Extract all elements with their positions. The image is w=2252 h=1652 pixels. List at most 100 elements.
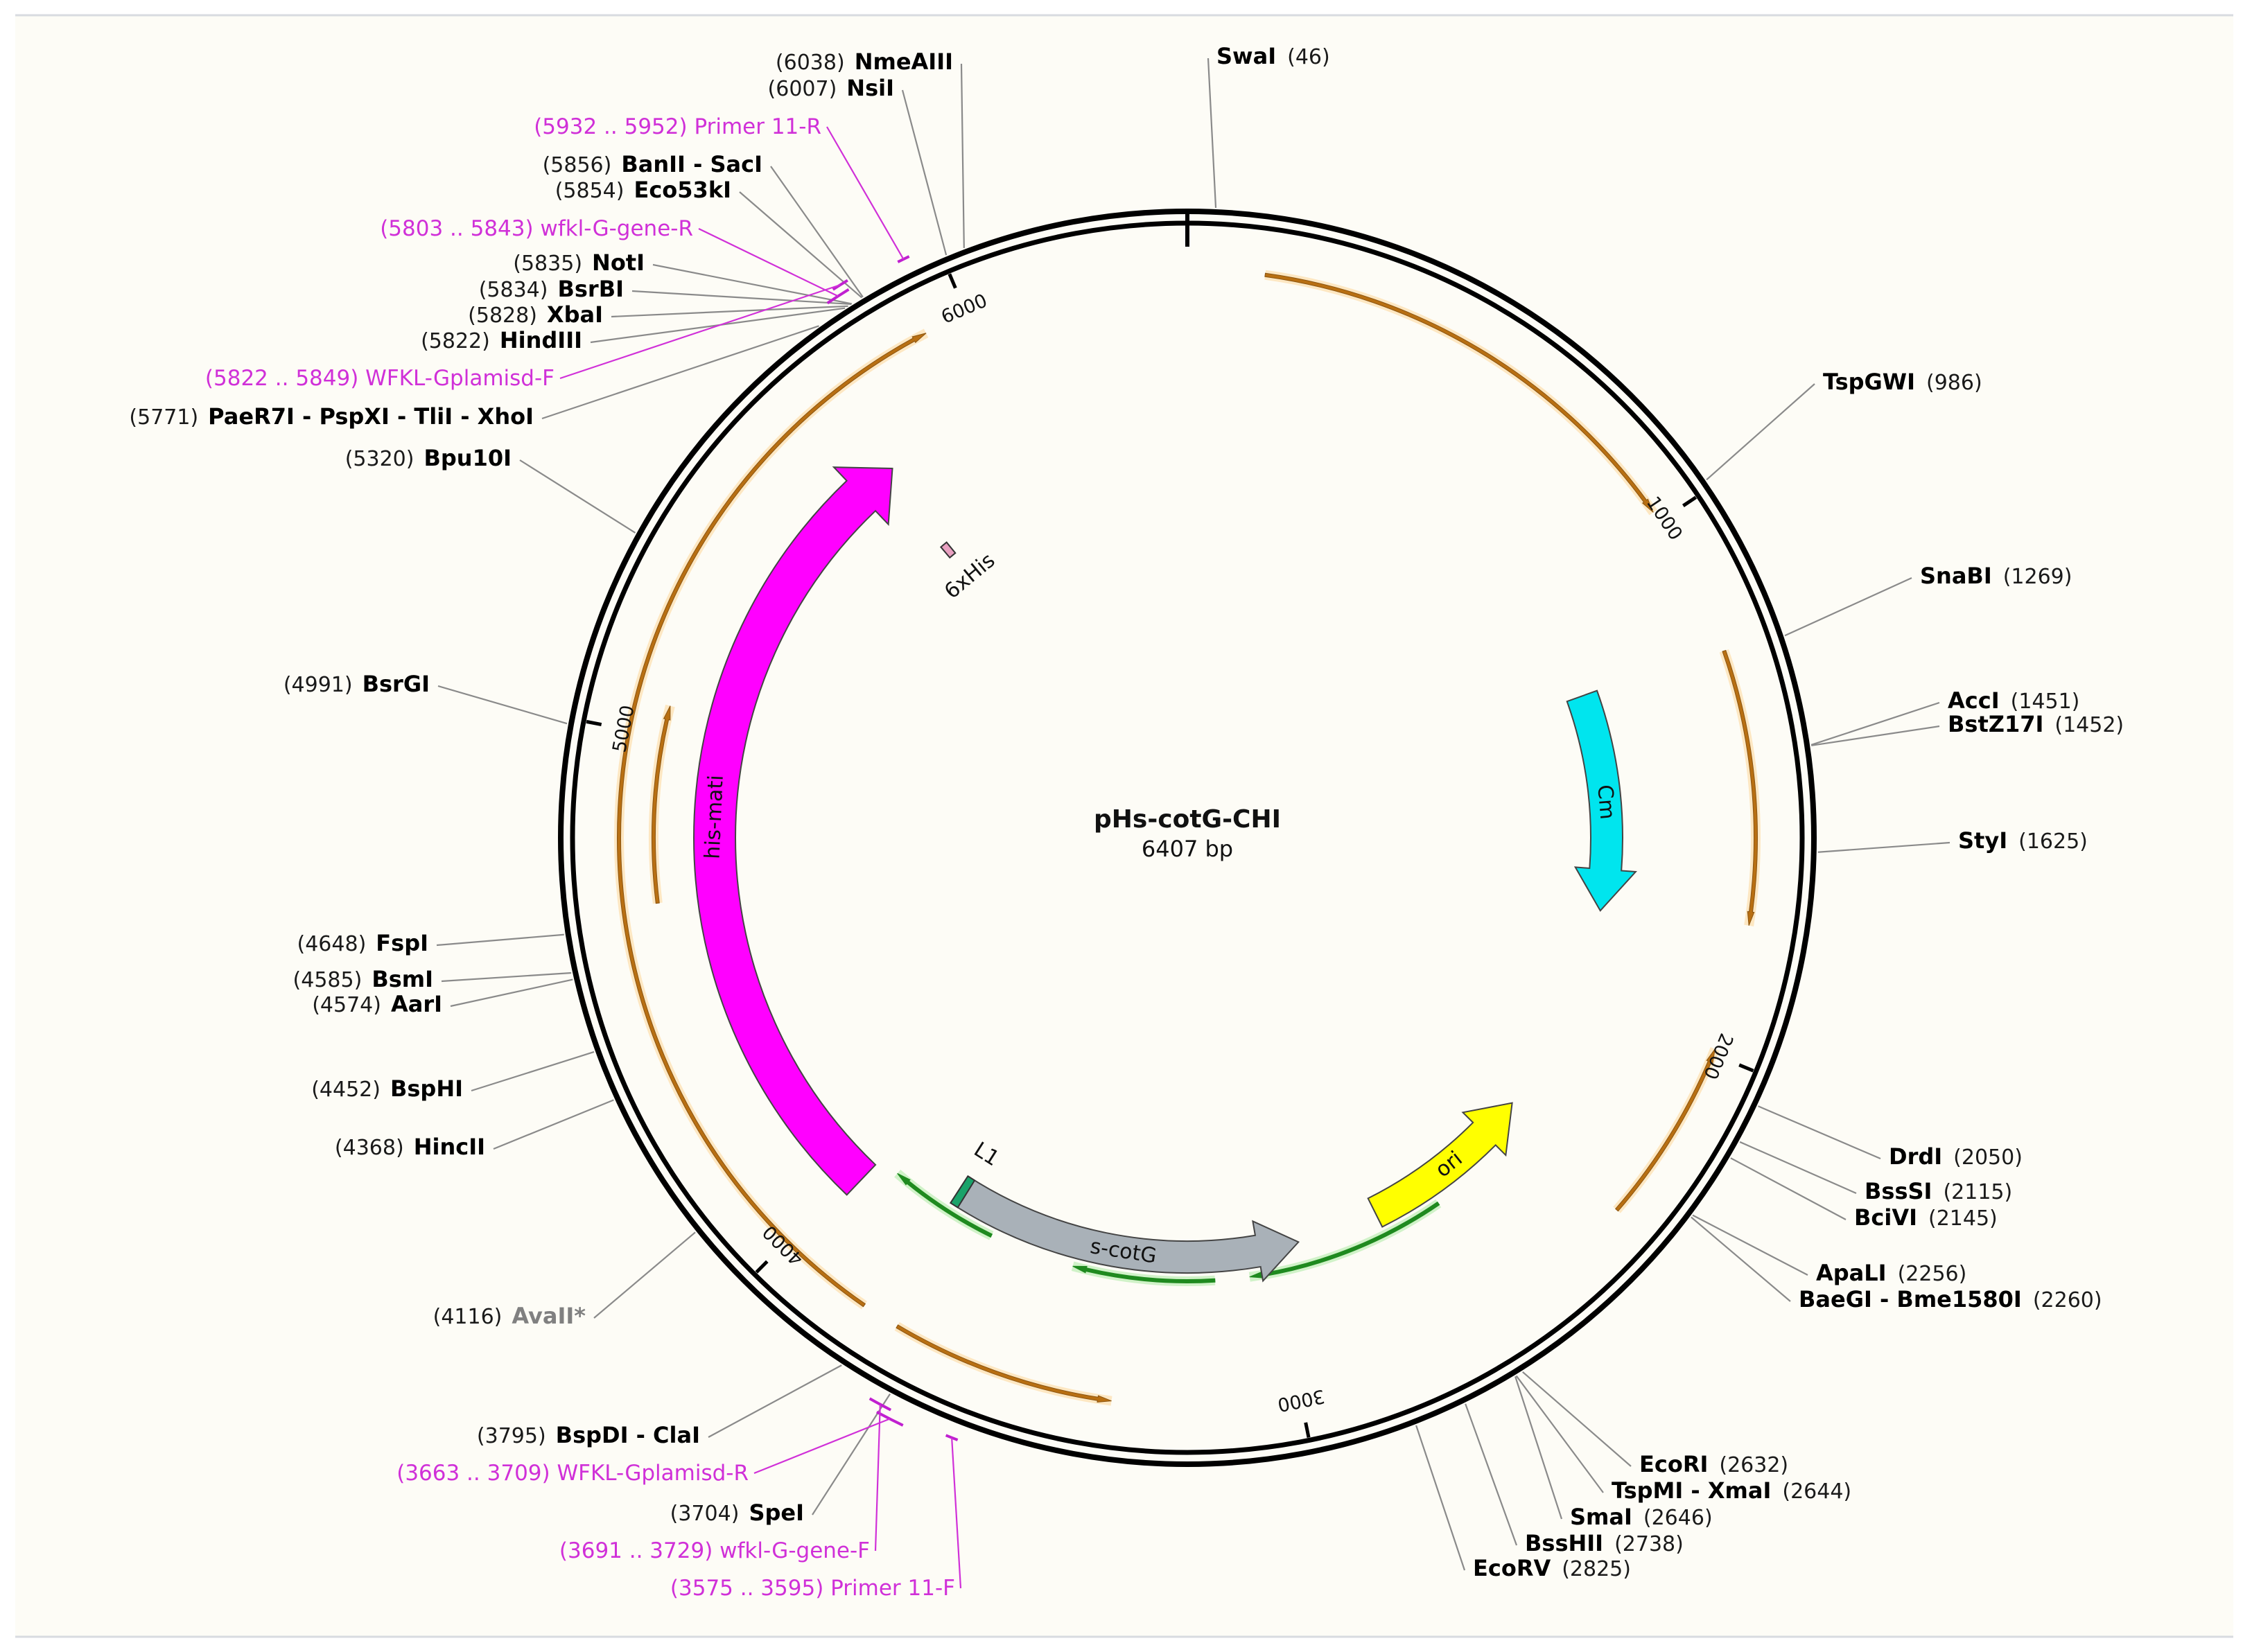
- site-leader-line: [1691, 1216, 1791, 1302]
- feature-marker: [949, 1175, 976, 1209]
- primer-bar: [875, 1410, 904, 1427]
- primer-bar: [897, 255, 910, 263]
- site-avaii[interactable]: AvaII* (4116): [433, 1231, 696, 1329]
- site-bsmi[interactable]: BsmI(4585): [293, 966, 572, 992]
- site-nsii[interactable]: NsiI(6007): [768, 75, 948, 256]
- site-eco53ki[interactable]: Eco53kI(5854): [555, 177, 863, 299]
- site-swai[interactable]: SwaI(46): [1207, 43, 1330, 208]
- site-leader-line: [901, 89, 948, 256]
- site-drdi[interactable]: DrdI(2050): [1758, 1105, 2023, 1170]
- site-leader-line: [437, 685, 568, 725]
- orf-line: [652, 705, 671, 904]
- site-leader-line: [1739, 1141, 1857, 1195]
- orf-line: [617, 333, 927, 1308]
- primer-label: (3691 .. 3729) wfkl-G-gene-F: [559, 1538, 870, 1563]
- site-snabi[interactable]: SnaBI(1269): [1784, 563, 2072, 637]
- site-styi[interactable]: StyI(1625): [1817, 827, 2088, 854]
- primer-label: (5822 .. 5849) WFKL-Gplamisd-F: [205, 366, 555, 391]
- feature-cm[interactable]: Cm: [1566, 689, 1637, 912]
- site-smai[interactable]: SmaI(2646): [1515, 1376, 1713, 1530]
- site-banii-saci[interactable]: BanII - SacI(5856): [543, 151, 864, 298]
- orf-line: [1249, 1201, 1440, 1278]
- feature-his-mati[interactable]: his-mati: [693, 466, 893, 1196]
- site-bsphi[interactable]: BspHI(4452): [311, 1051, 595, 1102]
- site-position: (4991): [283, 673, 353, 697]
- site-apali[interactable]: ApaLI(2256): [1692, 1214, 1967, 1286]
- site-position: (1451): [2011, 689, 2080, 714]
- site-leader-line: [1706, 383, 1815, 481]
- orf-glow: [1613, 1047, 1720, 1213]
- site-name: NotI: [592, 249, 645, 276]
- site-name: SpeI: [749, 1500, 804, 1526]
- site-position: (2256): [1898, 1262, 1967, 1286]
- primer-bar: [868, 1397, 892, 1412]
- site-position: (4116): [433, 1305, 503, 1329]
- site-position: (2115): [1943, 1180, 2012, 1204]
- site-ecori[interactable]: EcoRI(2632): [1522, 1371, 1788, 1477]
- feature-s-cotg[interactable]: s-cotG: [949, 1175, 1300, 1283]
- site-acci[interactable]: AccI(1451): [1810, 687, 2080, 746]
- site-bstz17i[interactable]: BstZ17I(1452): [1811, 711, 2124, 746]
- site-nmeaiii[interactable]: NmeAIII(6038): [776, 49, 965, 248]
- site-leader-line: [1522, 1371, 1632, 1467]
- primer-leader-line: [698, 228, 839, 297]
- site-name: SwaI: [1216, 43, 1276, 69]
- site-leader-line: [1465, 1403, 1518, 1546]
- site-bsrbi[interactable]: BsrBI(5834): [479, 276, 852, 306]
- site-tspgwi[interactable]: TspGWI(986): [1706, 369, 1982, 481]
- site-name: XbaI: [547, 301, 603, 328]
- site-leader-line: [770, 166, 864, 298]
- site-leader-line: [1515, 1376, 1563, 1520]
- orf-line: [1072, 1265, 1216, 1283]
- site-fspi[interactable]: FspI(4648): [297, 930, 564, 956]
- site-xbai[interactable]: XbaI(5828): [468, 301, 848, 328]
- primer-primer-11-r[interactable]: (5932 .. 5952) Primer 11-R: [534, 114, 910, 263]
- site-position: (2050): [1953, 1145, 2023, 1170]
- primer-wfkl-g-gene-f[interactable]: (3691 .. 3729) wfkl-G-gene-F: [559, 1397, 892, 1563]
- site-name: TspMI - XmaI: [1612, 1477, 1771, 1504]
- primer-primer-11-f[interactable]: (3575 .. 3595) Primer 11-F: [670, 1434, 962, 1601]
- orf-arrow: [1264, 270, 1657, 516]
- site-name: NmeAIII: [855, 49, 953, 75]
- site-position: (5771): [129, 405, 198, 430]
- feature-arrow: [1367, 1102, 1513, 1228]
- primer-layer: (5932 .. 5952) Primer 11-R(5803 .. 5843)…: [205, 114, 962, 1601]
- tick-mark: [1682, 495, 1697, 507]
- site-bsshii[interactable]: BssHII(2738): [1465, 1403, 1684, 1556]
- site-name: Eco53kI: [634, 177, 731, 203]
- site-name: BciVI: [1854, 1204, 1917, 1231]
- site-position: (4452): [311, 1078, 381, 1102]
- site-name: AarI: [391, 991, 442, 1017]
- site-name: AvaII*: [512, 1303, 586, 1329]
- site-position: (4648): [297, 932, 367, 956]
- site-leader-line: [812, 1393, 891, 1515]
- site-aari[interactable]: AarI(4574): [312, 978, 573, 1017]
- site-paer7i-pspxi-tlii-xhoi[interactable]: PaeR7I - PspXI - TliI - XhoI(5771): [129, 325, 819, 430]
- primer-wfkl-gplamisd-r[interactable]: (3663 .. 3709) WFKL-Gplamisd-R: [396, 1410, 904, 1486]
- plasmid-length: 6407 bp: [1142, 836, 1233, 862]
- site-bsrgi[interactable]: BsrGI (4991): [283, 671, 568, 725]
- site-bcivi[interactable]: BciVI(2145): [1730, 1157, 1998, 1231]
- site-bpu10i[interactable]: Bpu10I(5320): [345, 445, 636, 534]
- site-leader-line: [652, 263, 853, 305]
- site-tspmi-xmai[interactable]: TspMI - XmaI(2644): [1515, 1375, 1851, 1504]
- site-name: BsrBI: [557, 276, 624, 302]
- primer-leader-line: [951, 1437, 962, 1589]
- site-bspdi-clai[interactable]: BspDI - ClaI(3795): [477, 1364, 842, 1448]
- site-spei[interactable]: SpeI(3704): [670, 1393, 891, 1526]
- orf-line: [1722, 649, 1758, 926]
- site-leader-line: [1817, 841, 1950, 853]
- feature-label: Cm: [1592, 784, 1619, 820]
- site-hincii[interactable]: HincII(4368): [335, 1099, 614, 1160]
- primer-wfkl-gplamisd-f[interactable]: (5822 .. 5849) WFKL-Gplamisd-F: [205, 279, 848, 391]
- site-ecorv[interactable]: EcoRV(2825): [1415, 1425, 1631, 1581]
- site-leader-line: [960, 63, 965, 248]
- primer-wfkl-g-gene-r[interactable]: (5803 .. 5843) wfkl-G-gene-R: [380, 216, 850, 305]
- site-name: BsrGI: [363, 671, 430, 697]
- site-noti[interactable]: NotI(5835): [513, 249, 853, 305]
- site-bsssi[interactable]: BssSI(2115): [1739, 1141, 2012, 1204]
- site-baegi-bme1580i[interactable]: BaeGI - Bme1580I(2260): [1691, 1216, 2102, 1312]
- site-name: HincII: [414, 1134, 485, 1160]
- site-leader-line: [519, 459, 636, 534]
- orf-arrow: [894, 1322, 1112, 1406]
